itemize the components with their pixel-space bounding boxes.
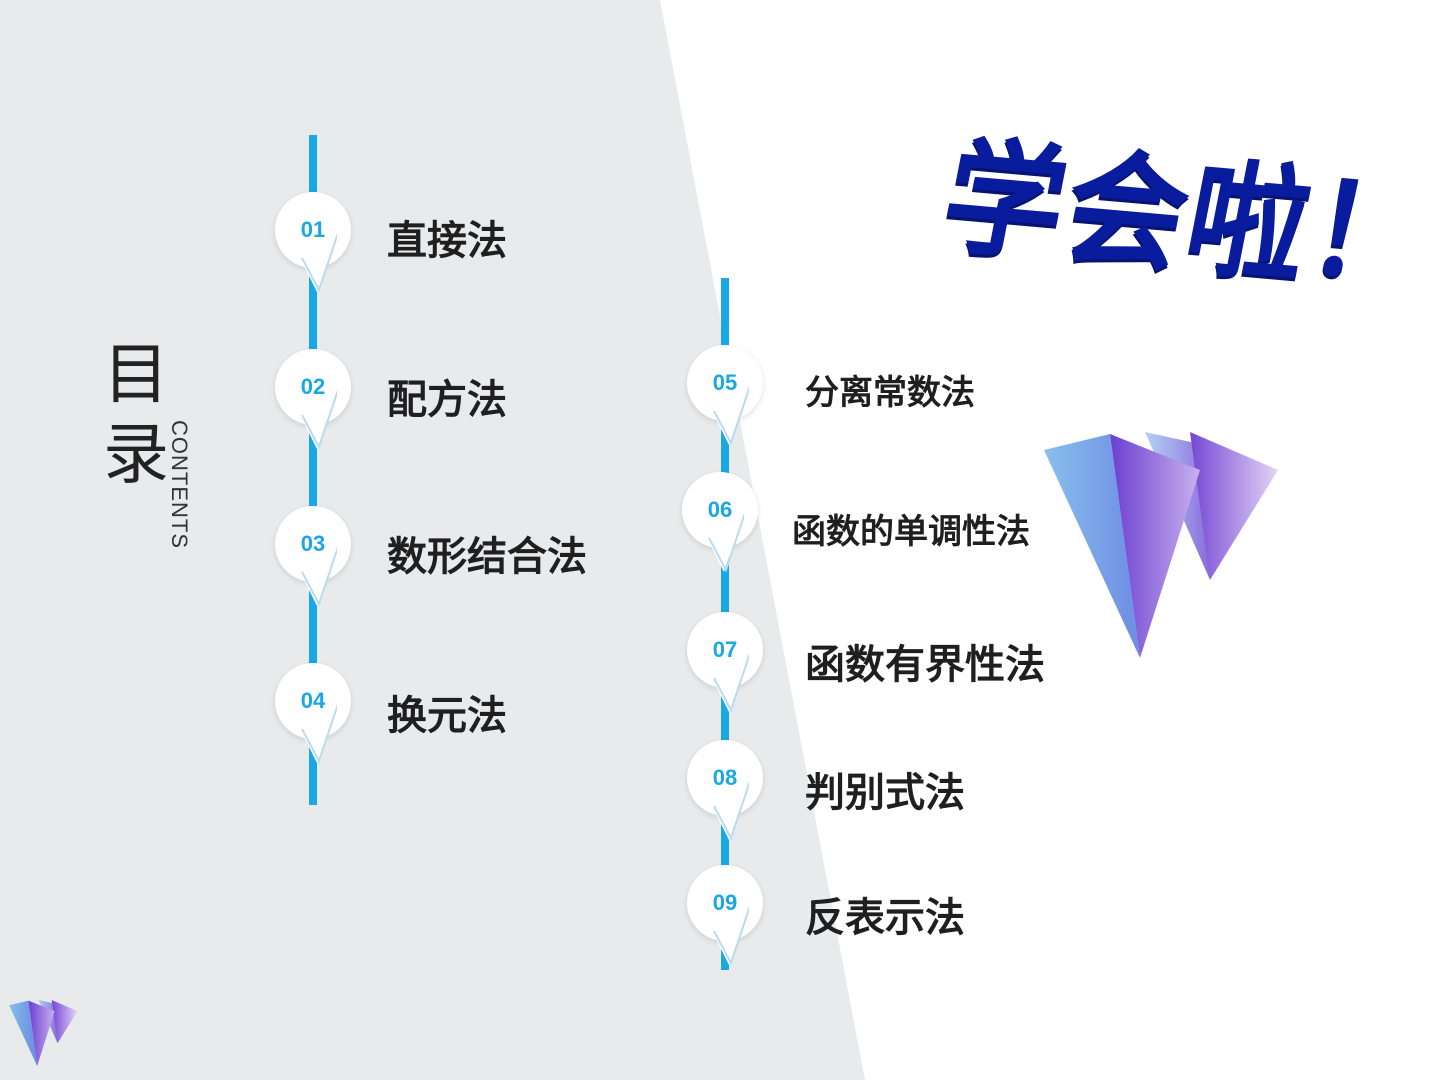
number-bubble: 08 bbox=[687, 740, 763, 840]
item-label: 反表示法 bbox=[805, 895, 965, 941]
number-bubble: 04 bbox=[275, 663, 351, 763]
item-number: 07 bbox=[712, 637, 738, 662]
check-tail-icon bbox=[297, 388, 337, 449]
item-number: 08 bbox=[712, 765, 738, 790]
section-title: 目 录 bbox=[100, 335, 172, 495]
check-tail-icon bbox=[709, 779, 749, 840]
check-tail-icon bbox=[297, 231, 337, 292]
prism-logo-icon bbox=[9, 1000, 78, 1066]
item-number: 02 bbox=[300, 374, 326, 399]
check-tail-icon bbox=[709, 384, 749, 445]
left-timeline-bar bbox=[309, 135, 317, 805]
check-tail-icon bbox=[704, 511, 744, 572]
item-label: 配方法 bbox=[387, 377, 507, 423]
item-label: 函数的单调性法 bbox=[792, 512, 1030, 552]
number-bubble: 05 bbox=[687, 345, 763, 445]
item-label: 换元法 bbox=[387, 693, 507, 739]
item-number: 05 bbox=[712, 370, 738, 395]
number-bubble: 06 bbox=[682, 472, 758, 572]
item-label: 数形结合法 bbox=[387, 534, 587, 580]
item-label: 直接法 bbox=[387, 218, 507, 264]
contents-subtitle: CONTENTS bbox=[167, 420, 192, 549]
check-tail-icon bbox=[709, 904, 749, 965]
item-number: 04 bbox=[300, 688, 326, 713]
number-bubble: 09 bbox=[687, 865, 763, 965]
number-bubble: 03 bbox=[275, 506, 351, 606]
prism-triangles-icon bbox=[1044, 432, 1278, 658]
check-tail-icon bbox=[709, 651, 749, 712]
title-char-1: 目 bbox=[103, 336, 169, 413]
item-number: 03 bbox=[300, 531, 326, 556]
item-label: 判别式法 bbox=[805, 770, 965, 816]
item-number: 06 bbox=[707, 497, 733, 522]
number-bubble: 07 bbox=[687, 612, 763, 712]
number-bubble: 02 bbox=[275, 349, 351, 449]
number-bubble: 01 bbox=[275, 192, 351, 292]
title-char-2: 录 bbox=[103, 416, 169, 493]
item-label: 分离常数法 bbox=[805, 373, 975, 413]
item-label: 函数有界性法 bbox=[805, 642, 1045, 688]
check-tail-icon bbox=[297, 702, 337, 763]
check-tail-icon bbox=[297, 545, 337, 606]
item-number: 01 bbox=[300, 217, 326, 242]
item-number: 09 bbox=[712, 890, 738, 915]
